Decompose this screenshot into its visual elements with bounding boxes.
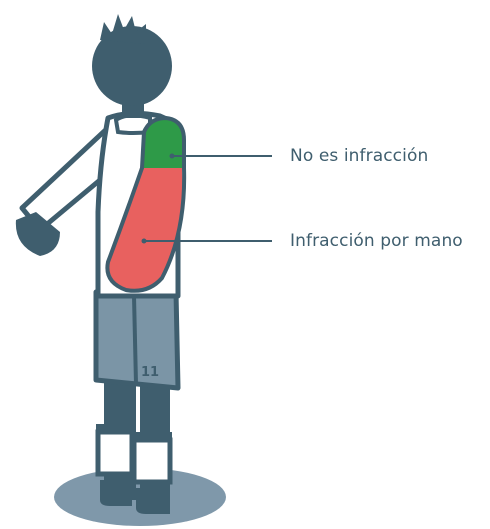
shorts-number: 11	[141, 365, 159, 380]
left-arm	[15, 121, 127, 256]
shorts: 11	[93, 289, 181, 391]
legs	[95, 370, 173, 514]
head	[92, 14, 172, 118]
infraction-zone	[107, 168, 183, 291]
label-hand-infraction: Infracción por mano	[290, 231, 463, 251]
label-no-infraction: No es infracción	[290, 146, 429, 166]
